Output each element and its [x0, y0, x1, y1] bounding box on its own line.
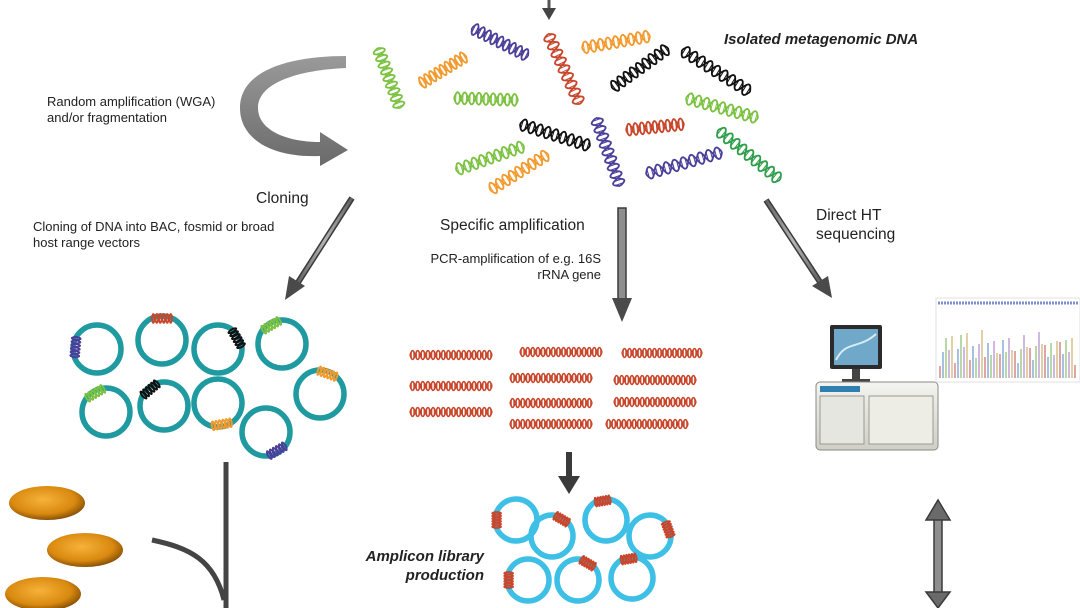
plasmid: [626, 512, 676, 560]
plasmid: [582, 494, 630, 544]
dna-strand: [453, 91, 519, 107]
dna-strand: [613, 374, 697, 386]
cloning-label: Cloning: [256, 190, 309, 207]
dna-strand: [685, 92, 759, 124]
dna-strand: [552, 511, 571, 528]
input-arrow-icon: [542, 0, 556, 20]
dna-strand: [210, 417, 233, 432]
plasmid: [79, 384, 133, 439]
dna-strand: [418, 51, 468, 89]
curved-arrow-icon: [240, 56, 348, 166]
plasmid: [255, 316, 309, 371]
plasmid: [239, 405, 293, 460]
direct-sequencing-label: Direct HT sequencing: [816, 207, 896, 244]
amplicon-library-label: Amplicon library production: [365, 548, 484, 584]
plasmid: [528, 511, 576, 560]
dna-strand: [581, 29, 651, 55]
dna-strand: [605, 418, 689, 430]
dna-strand: [488, 149, 550, 195]
dna-strand: [455, 140, 525, 176]
dna-strand: [409, 406, 493, 418]
dna-strand: [680, 46, 752, 96]
plasmid: [293, 365, 347, 421]
dna-strand: [519, 346, 603, 358]
plasmid: [554, 555, 602, 604]
dna-strand: [621, 347, 703, 359]
dna-strand: [69, 335, 82, 359]
dna-strand: [509, 397, 593, 409]
plasmid: [191, 376, 245, 432]
dna-strand: [590, 117, 626, 187]
dna-strand: [610, 44, 670, 92]
amplicon-library-plasmids: [491, 494, 676, 604]
dna-strand: [593, 494, 612, 508]
dna-strand: [409, 349, 493, 361]
dna-strand: [613, 396, 697, 408]
plasmid: [137, 379, 191, 433]
dna-strand: [619, 552, 638, 566]
dna-strand: [660, 520, 676, 539]
sequence-trace-icon: [935, 297, 1080, 383]
dna-strand: [645, 146, 723, 180]
dna-strand: [150, 313, 174, 324]
dna-strand: [84, 384, 106, 403]
plasmid: [191, 322, 246, 376]
pcr-amplified-strands: [409, 346, 703, 430]
isolated-dna-strands: [372, 23, 782, 195]
plasmid: [608, 552, 656, 602]
random-amplification-label: Random amplification (WGA) and/or fragme…: [47, 94, 216, 126]
bac-vector-plasmids: [69, 313, 347, 460]
dna-strand: [372, 47, 406, 109]
dna-strand: [578, 555, 597, 572]
dna-strand: [625, 117, 685, 137]
specific-amplification-arrow-icon: [612, 207, 632, 322]
dna-strand: [509, 418, 593, 430]
dna-strand: [509, 372, 593, 384]
plasmid: [135, 313, 189, 367]
sequencer-machine-icon: [815, 325, 939, 451]
dna-strand: [519, 118, 591, 152]
pcr-description: PCR-amplification of e.g. 16S rRNA gene: [430, 251, 601, 283]
host-cell: [47, 533, 123, 567]
double-arrow-icon: [924, 498, 952, 608]
dna-strand: [260, 316, 282, 335]
host-cells: [5, 486, 123, 608]
host-cell: [9, 486, 85, 520]
cloning-arrow-icon: [285, 196, 355, 300]
dna-strand: [316, 365, 339, 382]
dna-strand: [409, 380, 493, 392]
amplicon-arrow-icon: [558, 452, 580, 494]
plasmid: [69, 322, 124, 376]
dna-strand: [266, 441, 288, 460]
direct-sequencing-arrow-icon: [763, 198, 832, 298]
dna-strand: [470, 23, 530, 61]
dna-strand: [139, 379, 161, 400]
dna-strand: [716, 126, 782, 184]
dna-strand: [491, 510, 502, 530]
dna-strand: [503, 570, 514, 590]
plasmid: [503, 556, 552, 604]
dna-strand: [543, 33, 585, 105]
host-cell: [5, 577, 81, 608]
dna-strand: [227, 327, 246, 349]
specific-amplification-label: Specific amplification: [440, 217, 585, 234]
isolated-dna-label: Isolated metagenomic DNA: [724, 31, 919, 48]
cloning-description: Cloning of DNA into BAC, fosmid or broad…: [33, 219, 275, 251]
tree-connector: [151, 462, 229, 608]
